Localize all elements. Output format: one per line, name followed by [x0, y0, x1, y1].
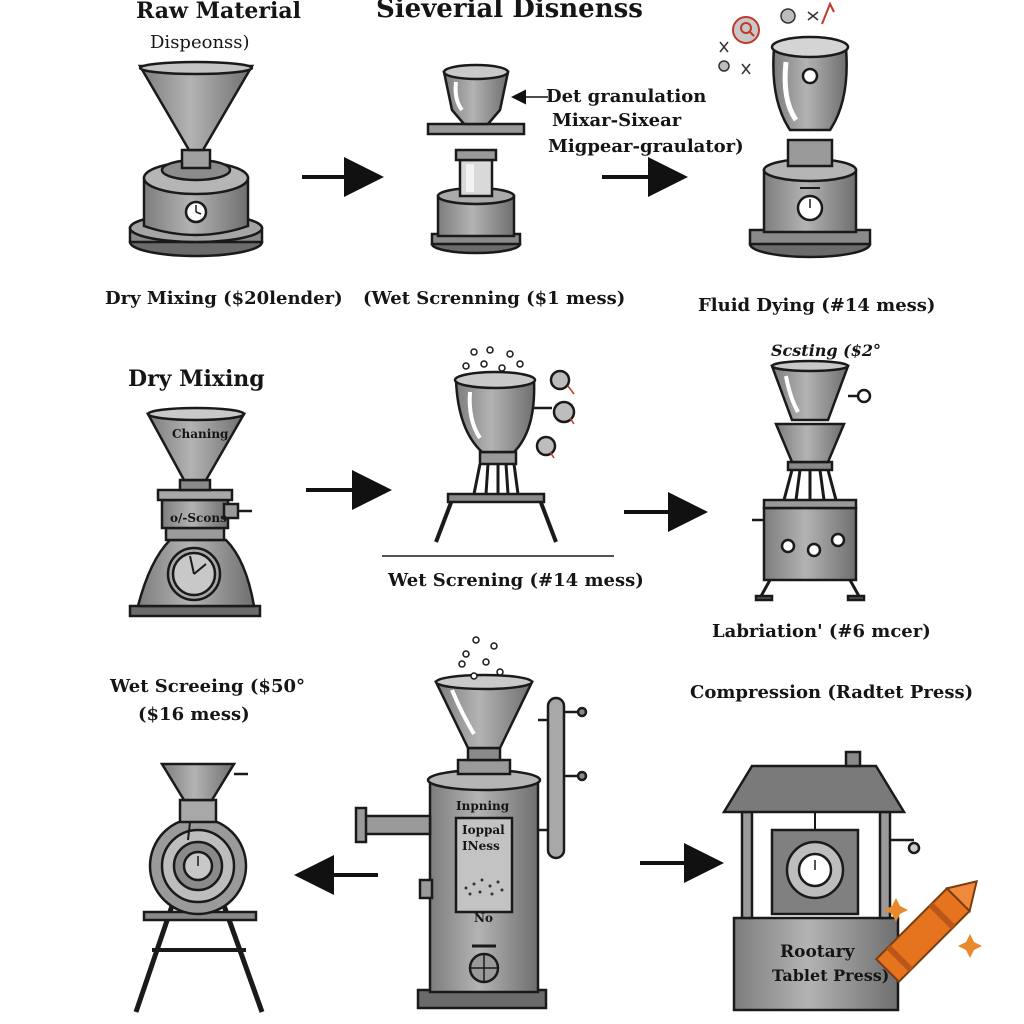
- label-fluid-dying: Fluid Dying (#14 mess): [698, 295, 936, 316]
- machine-label-rootary: Rootary: [780, 942, 855, 962]
- label-wet-screeing: Wet Screeing ($50°: [110, 676, 305, 697]
- tablet-press-machine: [721, 750, 921, 1012]
- label-16-mess: ($16 mess): [138, 704, 250, 725]
- fluid-dryer-machine: [748, 35, 872, 259]
- wet-screen-mill-machine: [133, 762, 265, 1013]
- heading-raw-material: Raw Material: [136, 0, 301, 24]
- label-dry-mixing-blender: Dry Mixing ($20lender): [105, 288, 343, 309]
- dry-mixer-machine: [128, 406, 262, 618]
- granulator-tower-machine: [354, 636, 588, 1010]
- label-wet-screnning: (Wet Screnning ($1 mess): [363, 288, 626, 309]
- sparkle-icon: [884, 898, 982, 958]
- heading-dry-mixing: Dry Mixing: [128, 366, 265, 392]
- machine-label-no: No: [474, 911, 493, 925]
- heading-sieverial: Sieverial Disnenss: [376, 0, 643, 24]
- machine-label-scons: o/-Scons: [170, 511, 227, 525]
- label-labriation: Labriation' (#6 mcer): [712, 621, 931, 642]
- magnifier-icon: [718, 1, 835, 75]
- machine-label-ioppal: Ioppal: [462, 823, 505, 837]
- dispenser-machine: [128, 60, 264, 258]
- label-scsting: Scsting ($2°: [771, 341, 881, 360]
- crayon-icon: [874, 879, 979, 984]
- machine-label-inpning: Inpning: [456, 799, 510, 813]
- label-compression: Compression (Radtet Press): [690, 682, 974, 703]
- granulator-machine: [426, 63, 526, 255]
- label-wet-screning: Wet Screning (#14 mess): [388, 570, 644, 591]
- machine-label-tablet-press: Tablet Press): [772, 966, 890, 985]
- callout-det-granulation: Det granulation: [546, 86, 707, 107]
- callout-mixar-sixear: Mixar-Sixear: [552, 110, 682, 131]
- callout-migpear-graulator: Migpear-graulator): [548, 136, 744, 157]
- wet-screen-machine: [382, 346, 614, 557]
- machine-label-chaning: Chaning: [172, 427, 229, 441]
- machine-label-iness: INess: [462, 839, 500, 853]
- heading-raw-material-sub: Dispeonss): [150, 32, 250, 53]
- lubrication-machine: [752, 359, 872, 602]
